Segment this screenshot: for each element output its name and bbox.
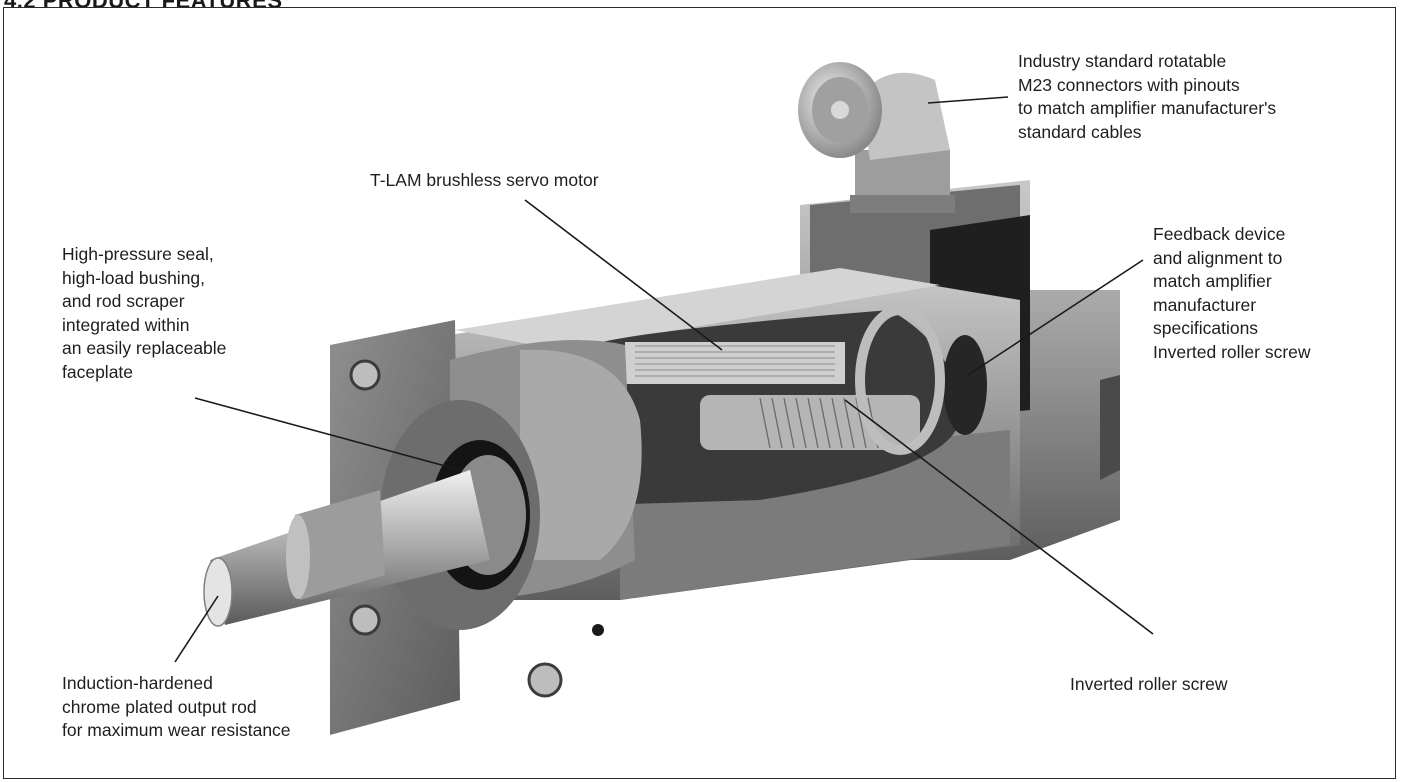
m23-connector	[798, 62, 955, 213]
callout-motor-line-1: T-LAM brushless servo motor	[370, 170, 599, 190]
callout-seal-line-3: and rod scraper	[62, 291, 185, 311]
callout-connectors-line-3: to match amplifier manufacturer's	[1018, 98, 1277, 118]
callout-feedback-line-1: Feedback device	[1153, 224, 1286, 244]
callout-rod: Induction-hardened chrome plated output …	[62, 672, 291, 743]
leader-roller-screw	[844, 399, 1154, 635]
callout-roller-screw: Inverted roller screw	[1070, 673, 1228, 697]
callout-seal-line-2: high-load bushing,	[62, 267, 206, 288]
callout-feedback-line-2: and alignment to	[1153, 247, 1283, 268]
callout-rod-line-2: chrome plated output rod	[62, 696, 257, 717]
callout-feedback-line-4: manufacturer	[1153, 294, 1257, 315]
callout-connectors-line-2: M23 connectors with pinouts	[1018, 74, 1240, 95]
callout-connectors-line-4: standard cables	[1018, 121, 1142, 142]
leader-motor	[524, 199, 723, 351]
callout-connectors-line-1: Industry standard rotatable	[1018, 51, 1227, 71]
callout-roller-screw-line-1: Inverted roller screw	[1070, 674, 1228, 694]
callout-motor: T-LAM brushless servo motor	[370, 169, 599, 193]
callout-rod-line-1: Induction-hardened	[62, 673, 213, 693]
leader-connectors	[927, 96, 1009, 104]
callout-seal-line-4: integrated within	[62, 314, 190, 335]
callout-feedback: Feedback device and alignment to match a…	[1153, 223, 1311, 364]
callout-rod-line-3: for maximum wear resistance	[62, 720, 291, 740]
leader-rod	[174, 595, 219, 663]
leader-feedback	[967, 259, 1144, 376]
callout-seal-line-1: High-pressure seal,	[62, 244, 214, 264]
leader-lines	[174, 96, 1154, 663]
callout-seal-line-5: an easily replaceable	[62, 338, 227, 358]
section-heading: 4.2 PRODUCT FEATURES	[4, 0, 283, 13]
callout-feedback-line-5: specifications	[1153, 318, 1259, 338]
callout-seal-line-6: faceplate	[62, 361, 134, 382]
callout-feedback-line-6: Inverted roller screw	[1153, 341, 1311, 362]
callout-feedback-line-3: match amplifier	[1153, 271, 1272, 291]
cutaway-internals	[590, 305, 987, 505]
output-rod	[203, 470, 490, 627]
callout-connectors: Industry standard rotatable M23 connecto…	[1018, 50, 1276, 144]
callout-seal: High-pressure seal, high-load bushing, a…	[62, 243, 226, 384]
figure-frame	[3, 7, 1396, 779]
leader-seal	[194, 397, 461, 471]
